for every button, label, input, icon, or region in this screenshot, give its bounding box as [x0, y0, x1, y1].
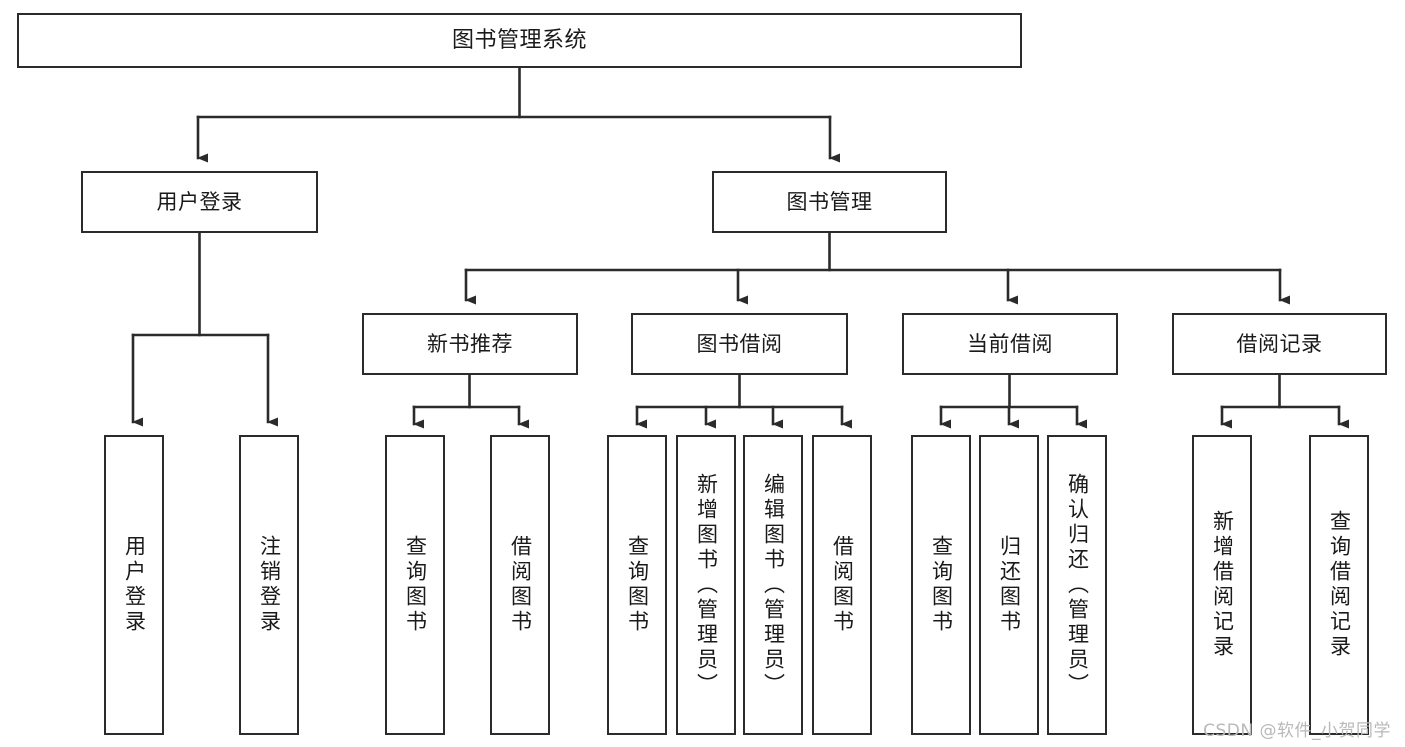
node-label: 归还图书 — [997, 535, 1022, 635]
node-label: 图书借阅 — [696, 331, 783, 356]
node-book-management[interactable]: 图书管理 — [712, 171, 947, 233]
leaf-user-login-logout[interactable]: 注销登录 — [239, 435, 299, 735]
node-user-login[interactable]: 用户登录 — [81, 171, 318, 233]
node-label: 用户登录 — [156, 189, 243, 214]
node-label: 查询图书 — [929, 535, 954, 635]
leaf-book-borrow-search[interactable]: 查询图书 — [607, 435, 667, 735]
leaf-new-book-search[interactable]: 查询图书 — [385, 435, 445, 735]
node-label: 新书推荐 — [427, 331, 513, 356]
node-label: 注销登录 — [257, 535, 282, 635]
watermark-text: CSDN @软件_小贺同学 — [1203, 721, 1391, 741]
node-label: 图书管理系统 — [451, 27, 587, 53]
node-current-borrow[interactable]: 当前借阅 — [902, 313, 1118, 375]
node-label: 借阅图书 — [830, 535, 855, 635]
leaf-current-borrow-confirm-return[interactable]: 确认归还（管理员） — [1047, 435, 1107, 735]
node-label: 借阅图书 — [508, 535, 533, 635]
leaf-book-borrow-add[interactable]: 新增图书（管理员） — [676, 435, 736, 735]
node-label: 图书管理 — [786, 189, 873, 214]
leaf-borrow-record-add[interactable]: 新增借阅记录 — [1192, 435, 1252, 735]
node-root-system[interactable]: 图书管理系统 — [17, 13, 1022, 68]
leaf-borrow-record-search[interactable]: 查询借阅记录 — [1309, 435, 1369, 735]
node-label: 确认归还（管理员） — [1065, 472, 1090, 698]
node-new-book-recommend[interactable]: 新书推荐 — [362, 313, 578, 375]
node-label: 查询图书 — [403, 535, 428, 635]
leaf-book-borrow-borrow[interactable]: 借阅图书 — [812, 435, 872, 735]
node-label: 编辑图书（管理员） — [761, 472, 786, 698]
node-label: 查询借阅记录 — [1327, 510, 1352, 660]
node-label: 借阅记录 — [1236, 331, 1323, 356]
leaf-new-book-borrow[interactable]: 借阅图书 — [490, 435, 550, 735]
node-borrow-record[interactable]: 借阅记录 — [1172, 313, 1387, 375]
node-label: 新增图书（管理员） — [694, 472, 719, 698]
leaf-current-borrow-return[interactable]: 归还图书 — [979, 435, 1039, 735]
leaf-book-borrow-edit[interactable]: 编辑图书（管理员） — [743, 435, 803, 735]
node-label: 用户登录 — [122, 535, 147, 635]
node-label: 查询图书 — [625, 535, 650, 635]
leaf-user-login-login[interactable]: 用户登录 — [104, 435, 164, 735]
leaf-current-borrow-search[interactable]: 查询图书 — [911, 435, 971, 735]
node-label: 新增借阅记录 — [1210, 510, 1235, 660]
node-book-borrow[interactable]: 图书借阅 — [631, 313, 848, 375]
node-label: 当前借阅 — [967, 331, 1053, 356]
